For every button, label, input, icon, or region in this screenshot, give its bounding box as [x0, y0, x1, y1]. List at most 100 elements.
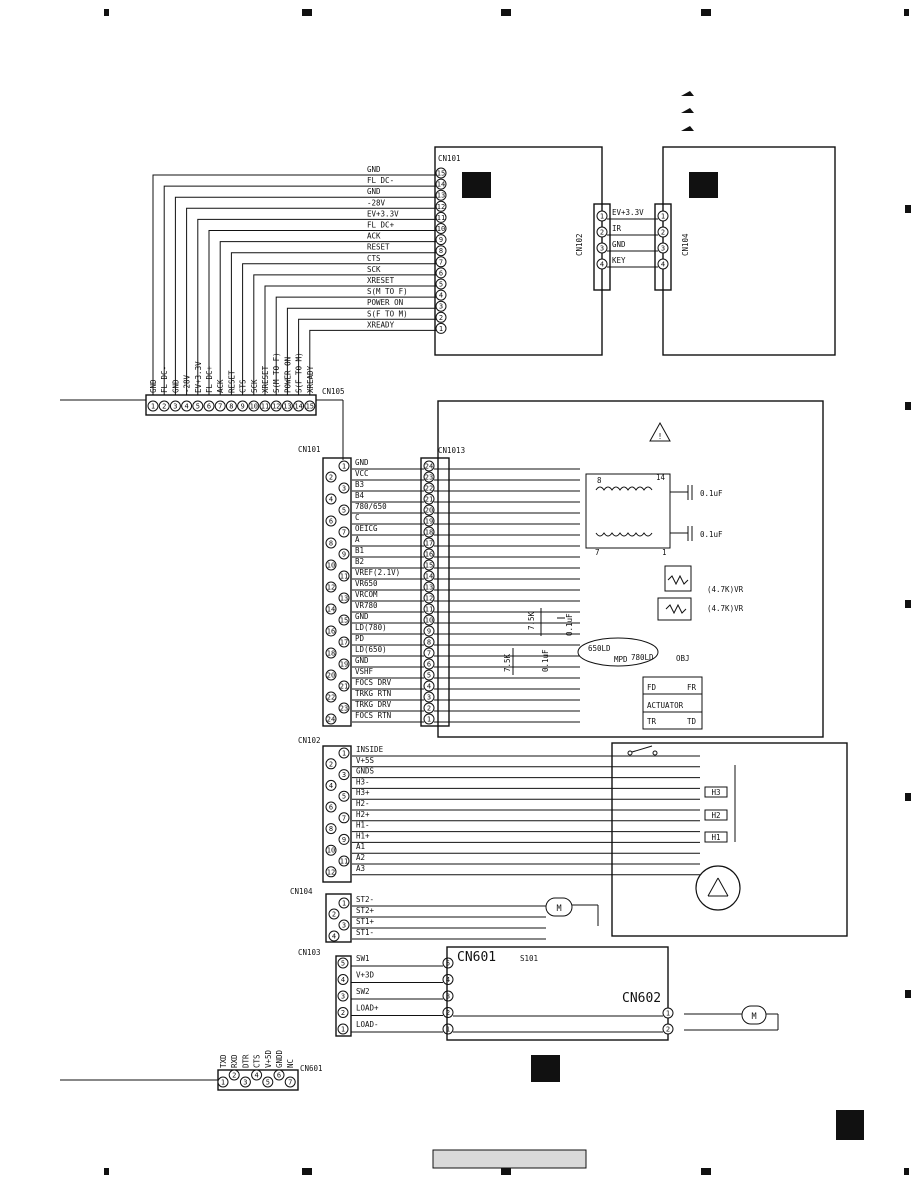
cn101-left-pin [338, 570, 350, 582]
cn602-pin [662, 1007, 674, 1019]
svg-text:0.1uF: 0.1uF [541, 649, 550, 672]
cn101-top-pin-number: 13 [437, 192, 445, 200]
cn101-top-wire [186, 207, 436, 395]
cn101-left-pin-number: 8 [329, 540, 333, 548]
cn601-pin [442, 1023, 454, 1035]
connector-cn1013: CN1013 [438, 446, 465, 455]
cn1013-pin-number: 14 [425, 573, 433, 581]
cn105-pin-number: 12 [272, 403, 280, 411]
cn101-top-pin-number: 5 [439, 281, 443, 289]
cn102-pin-number: 2 [329, 760, 333, 768]
cn601-bottom-signal-label: TXD [219, 1054, 228, 1068]
cn101-left-pin-number: 12 [327, 584, 335, 592]
svg-text:M: M [751, 1012, 756, 1022]
cn101-top-pin [435, 223, 447, 234]
cn105-signal-label: SCK [250, 379, 259, 393]
cn101-left-pin-number: 19 [340, 661, 348, 669]
svg-text:OBJ: OBJ [676, 654, 690, 663]
cn601-bottom-pin [239, 1076, 251, 1088]
cn101-top-pin-number: 2 [439, 314, 443, 322]
cn103-pin-number: 4 [341, 976, 345, 984]
cn103-signal-label: V+3D [356, 971, 375, 980]
cn103-signal-label: LOAD+ [356, 1004, 379, 1013]
cn101-left-signal-label: B2 [355, 557, 364, 566]
cn101-top-signal-label: XREADY [367, 320, 395, 329]
cn101-left-pin-number: 21 [340, 683, 348, 691]
cn102-signal-label: A2 [356, 853, 365, 862]
cn601-bottom-pin-number: 5 [266, 1079, 270, 1087]
cn105-signal-label: XREADY [306, 365, 315, 393]
cn101-left-signal-label: VRCOM [355, 590, 378, 599]
cn101-top-pin [435, 289, 447, 301]
cn101-left-pin-number: 18 [327, 650, 335, 658]
cn101-top-pin [435, 300, 447, 312]
cn102-top-pin [596, 258, 608, 270]
cn101-left-pin-number: 22 [327, 694, 335, 702]
cn1013-pin [423, 548, 435, 560]
cn105-pin-number: 11 [261, 403, 269, 411]
cn101-left-signal-label: GND [355, 612, 369, 621]
cn102-pin-number: 5 [342, 793, 346, 801]
cn101-left-signal-label: B1 [355, 546, 364, 555]
cn103-pin [337, 990, 349, 1002]
connector-cn601: CN601 [457, 950, 496, 965]
cn105-pin [225, 400, 237, 412]
cn101-top-signal-label: FL DC- [367, 176, 394, 185]
svg-text:8: 8 [597, 476, 602, 485]
cn103-housing [335, 955, 352, 1037]
cn101-top-pin-number: 11 [437, 214, 445, 222]
cn102-signal-label: H2+ [356, 810, 370, 819]
cn105-pin-number: 4 [184, 403, 188, 411]
cn104-pin [328, 908, 340, 920]
cn601-bottom-pin [262, 1076, 274, 1088]
cn601-pin-number: 3 [446, 993, 450, 1001]
cn102-top-pin-number: 3 [600, 245, 604, 253]
cn101-left-pin [325, 625, 337, 637]
cn101-left-pin-number: 2 [329, 474, 333, 482]
cn601-pin-number: 5 [446, 960, 450, 968]
cn601-bottom-pin [217, 1076, 229, 1088]
cn601-pin-number: 4 [446, 976, 450, 984]
svg-text:780LD: 780LD [631, 653, 654, 662]
cn105-signal-label: GND [171, 379, 180, 393]
cn101-top-signal-label: GND [367, 165, 381, 174]
svg-text:ACTUATOR: ACTUATOR [647, 701, 684, 710]
cn1013-pin-number: 5 [427, 672, 431, 680]
cn101-top-signal-label: SCK [367, 265, 381, 274]
cn102-top-housing [593, 203, 611, 291]
cn105-pin [169, 400, 181, 412]
cn1013-housing [420, 457, 450, 727]
cn101-left-signal-label: VCC [355, 469, 369, 478]
svg-text:14: 14 [656, 473, 666, 482]
cn104-pin-number: 2 [332, 911, 336, 919]
legend-arrows [681, 91, 694, 131]
cn102-top-signal-label: KEY [612, 256, 626, 265]
cn101-top-wire [242, 263, 436, 395]
cn101-top-signal-label: GND [367, 187, 381, 196]
spindle-hall-sensors: H3 H2 H1 [627, 745, 741, 911]
cn101-left-pin-number: 13 [340, 595, 348, 603]
cn102-top-pin-number: 1 [600, 213, 604, 221]
cn102-signal-label: H3- [356, 777, 370, 786]
cn101-top-wire [275, 296, 436, 395]
cn101-left-pin-number: 24 [327, 716, 335, 724]
cn102-top-pin [596, 226, 608, 238]
cn104-top-pin [657, 242, 669, 254]
cn104-top-pin-number: 3 [661, 245, 665, 253]
cn101-top-pin-number: 12 [437, 203, 445, 211]
cn103-pin [337, 957, 349, 969]
cn104-pin [328, 930, 340, 942]
cn101-left-pin-number: 5 [342, 507, 346, 515]
cn601-bottom-signal-label: CTS [253, 1054, 262, 1068]
cn101-left-pin-number: 15 [340, 617, 348, 625]
cn101-left-signal-label: OEICG [355, 524, 378, 533]
cn1013-pin [423, 669, 435, 681]
svg-text:MPD: MPD [614, 655, 628, 664]
cn101-top-signal-label: RESET [367, 243, 390, 252]
sled-motor: M [545, 897, 599, 926]
cn101-top-pin [435, 189, 447, 201]
cn104-signal-label: ST2+ [356, 906, 375, 915]
cn101-top-signal-label: CTS [367, 254, 381, 263]
cn101-top-pin-number: 10 [437, 225, 445, 233]
